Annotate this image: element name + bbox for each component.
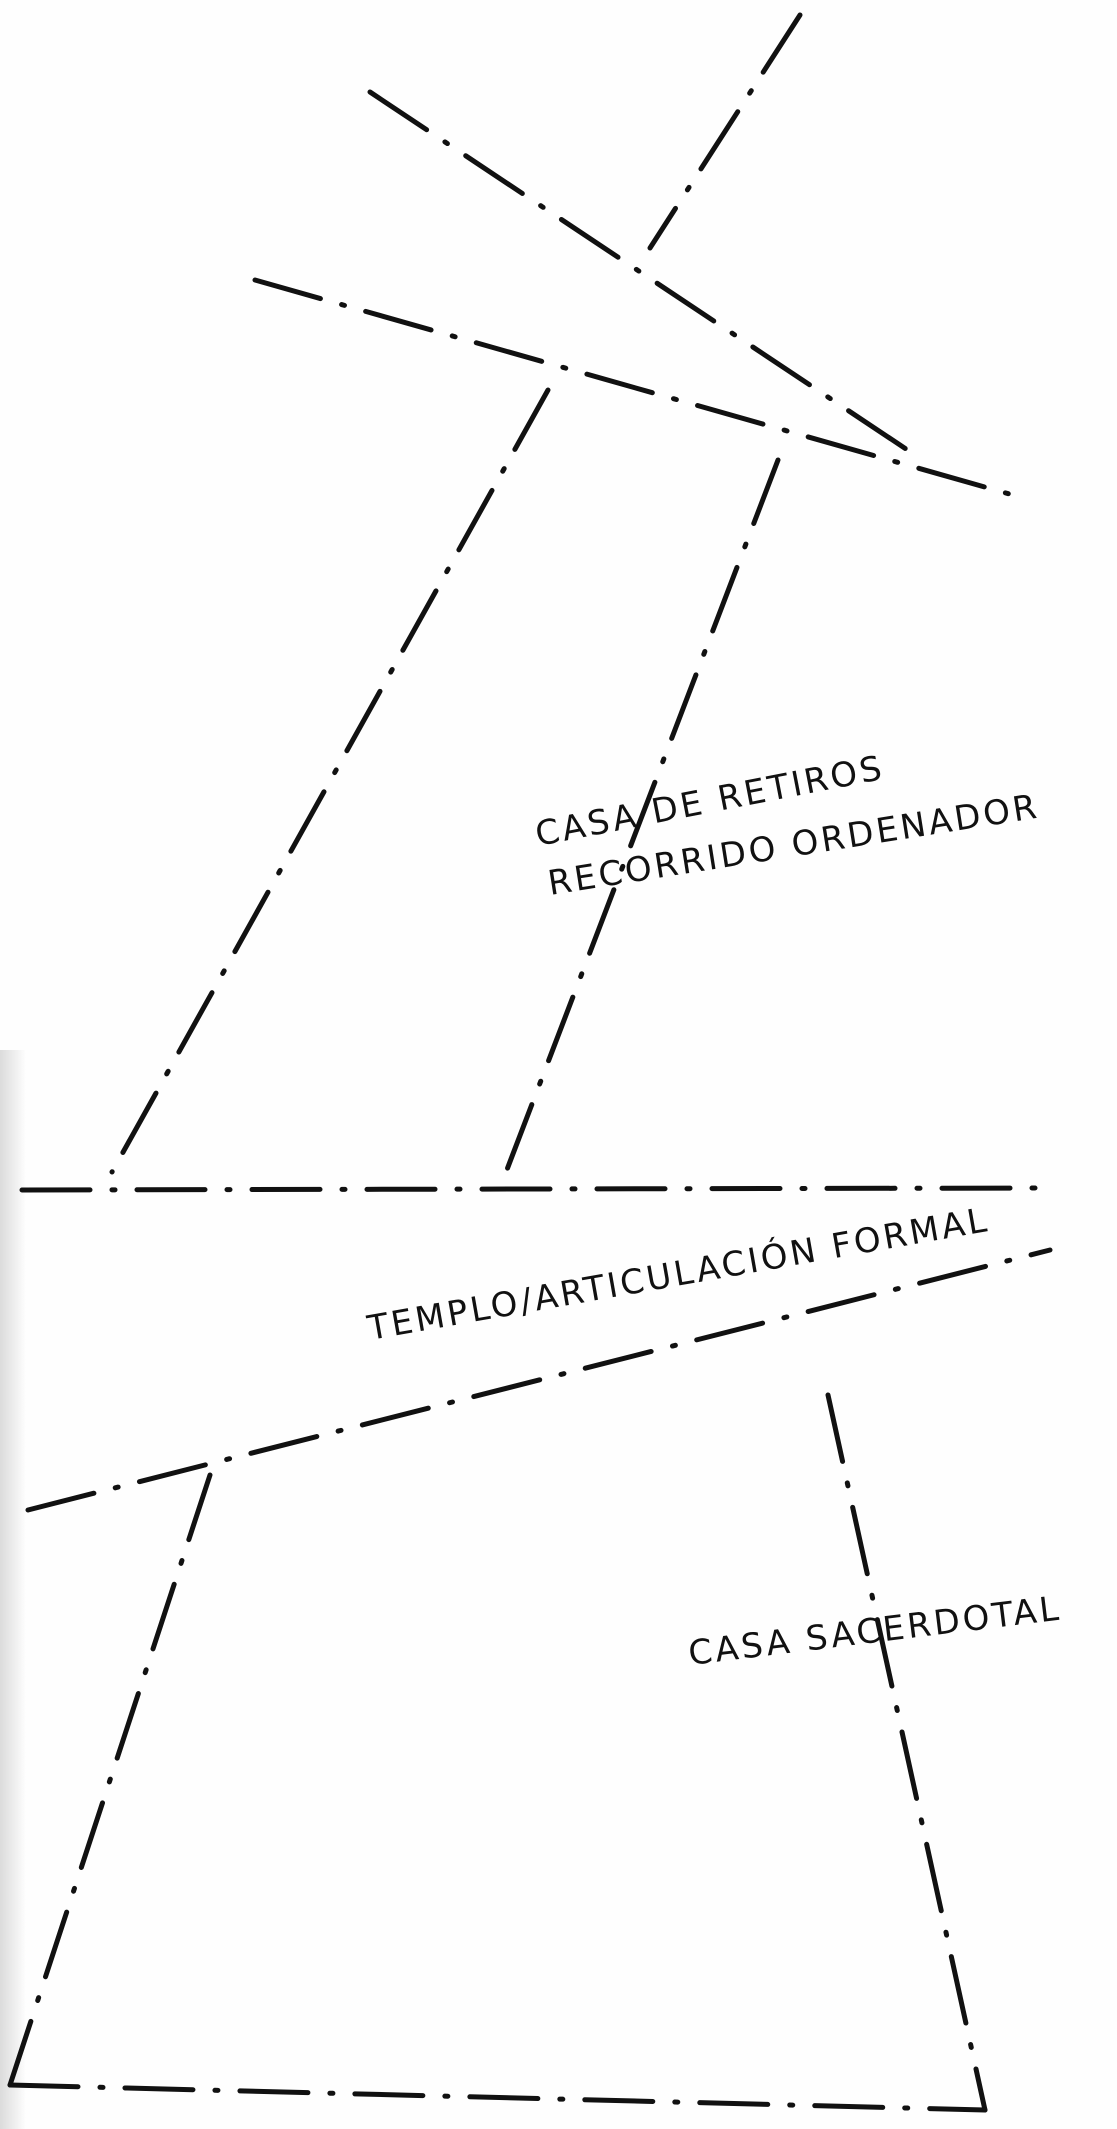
axis-sacerdotal-right xyxy=(825,1392,988,2113)
label-casa-sacerdotal: CASA SACERDOTAL xyxy=(686,1588,1063,1673)
axis-sacerdotal-bottom xyxy=(7,2082,988,2113)
axis-upper-vertical xyxy=(647,12,803,251)
scan-shadow xyxy=(0,1050,26,2129)
axis-sacerdotal-left xyxy=(7,1472,213,2088)
axis-templo xyxy=(25,1247,1053,1513)
label-templo: TEMPLO/ARTICULACIÓN FORMAL xyxy=(363,1199,992,1349)
axis-retiros-left xyxy=(109,387,551,1175)
axis-horizontal-divider xyxy=(19,1185,1053,1193)
axis-upper-diagonal xyxy=(367,89,915,456)
axis-retiros-top xyxy=(252,277,1023,500)
axis-retiros-right xyxy=(500,457,781,1183)
